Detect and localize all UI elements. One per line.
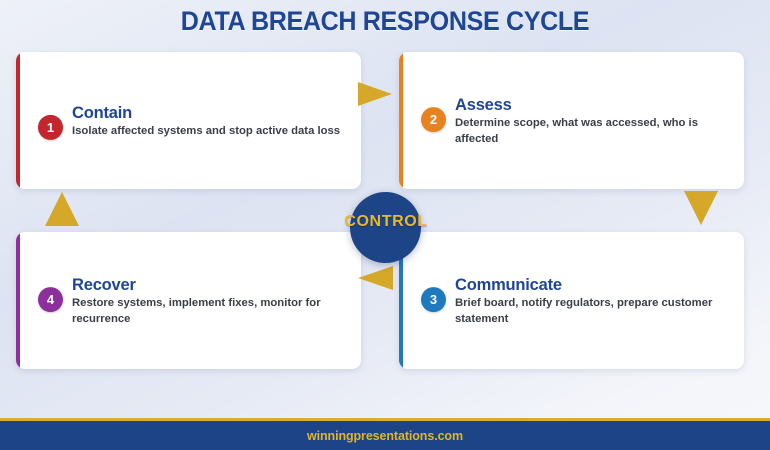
- card-description-communicate: Brief board, notify regulators, prepare …: [455, 297, 713, 325]
- card-accent-bar-recover: [16, 232, 20, 369]
- arrow-up-icon: [45, 192, 79, 226]
- card-assess[interactable]: 2 Assess Determine scope, what was acces…: [399, 52, 744, 189]
- step-number-badge-3: 3: [421, 286, 446, 312]
- step-number-badge-2: 2: [421, 106, 446, 132]
- card-communicate[interactable]: 3 Communicate Brief board, notify regula…: [399, 232, 744, 369]
- card-accent-bar-communicate: [399, 232, 403, 369]
- card-accent-bar-assess: [399, 52, 403, 189]
- footer-website-text: winningpresentations.com: [307, 428, 463, 443]
- arrow-down-icon: [684, 191, 718, 225]
- arrow-left-icon: [358, 266, 393, 290]
- center-hub-label: CONTROL: [344, 213, 428, 230]
- card-description-assess: Determine scope, what was accessed, who …: [455, 117, 698, 145]
- center-hub-circle: [350, 192, 421, 263]
- card-title-contain: Contain: [72, 103, 133, 122]
- card-accent-bar-contain: [16, 52, 20, 189]
- card-description-contain: Isolate affected systems and stop active…: [72, 125, 341, 138]
- page-title: DATA BREACH RESPONSE CYCLE: [180, 6, 590, 36]
- card-title-assess: Assess: [455, 95, 512, 114]
- step-number-badge-4: 4: [38, 286, 63, 312]
- card-contain[interactable]: 1 Contain Isolate affected systems and s…: [16, 52, 361, 189]
- card-description-recover: Restore systems, implement fixes, monito…: [72, 297, 321, 325]
- footer-bar: winningpresentations.com: [0, 418, 770, 450]
- arrow-right-icon: [358, 82, 392, 106]
- step-number-badge-1: 1: [38, 114, 63, 140]
- card-title-recover: Recover: [72, 275, 136, 294]
- card-title-communicate: Communicate: [455, 275, 562, 294]
- card-recover[interactable]: 4 Recover Restore systems, implement fix…: [16, 232, 361, 369]
